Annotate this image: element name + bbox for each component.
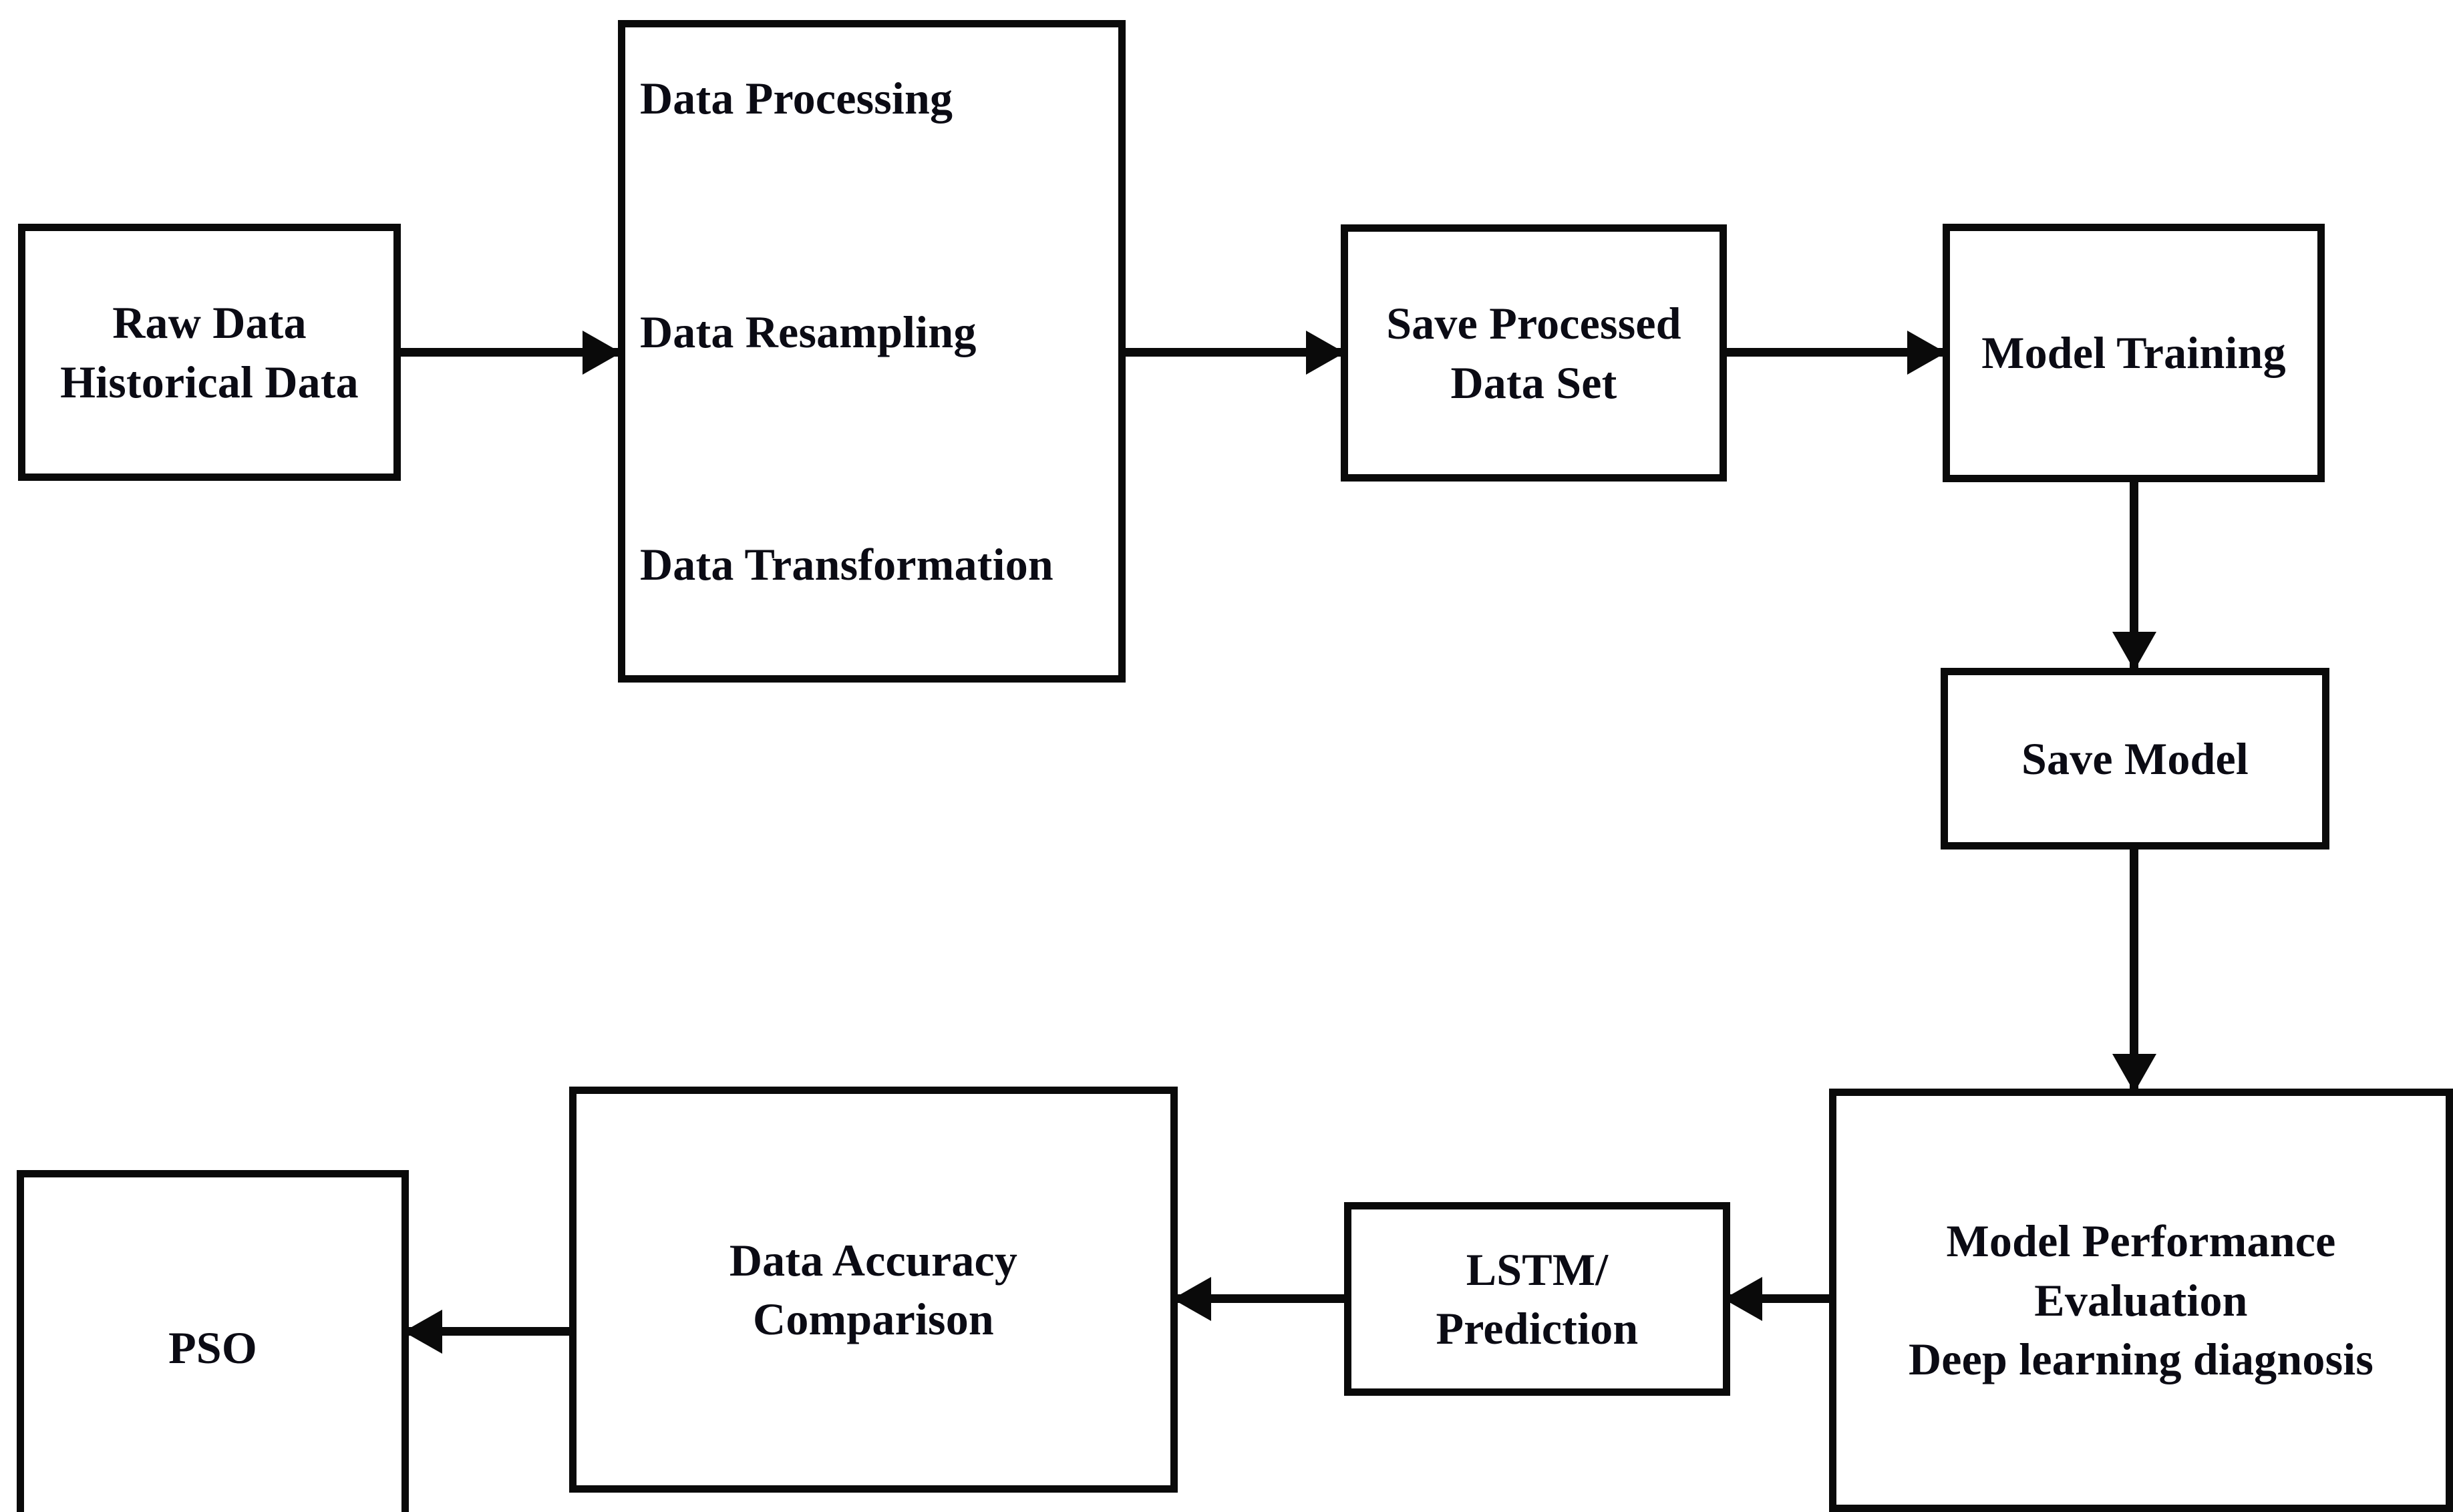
arrowhead-lstm-prediction-to-data-accuracy-comparison	[1172, 1277, 1211, 1321]
arrowhead-model-training-to-save-model	[2112, 632, 2156, 671]
edge-raw-data-to-data-processing	[401, 348, 621, 357]
node-model-performance-evaluation-label: Model Performance Evaluation Deep learni…	[1908, 1215, 2374, 1385]
node-save-processed-data-set[interactable]: Save Processed Data Set	[1341, 224, 1727, 482]
node-data-processing-row-processing: Data Processing	[640, 73, 953, 124]
edge-data-processing-to-save-processed-data-set	[1126, 348, 1349, 357]
arrowhead-raw-data-to-data-processing	[583, 331, 621, 375]
node-raw-data-label: Raw Data Historical Data	[60, 297, 359, 407]
node-pso[interactable]: PSO	[17, 1170, 409, 1512]
node-data-processing-rows: Data Processing Data Resampling Data Tra…	[625, 27, 1118, 675]
node-lstm-prediction[interactable]: LSTM/ Prediction	[1344, 1202, 1730, 1396]
node-save-model-label: Save Model	[2021, 733, 2249, 784]
node-save-processed-data-set-label: Save Processed Data Set	[1386, 298, 1681, 408]
arrowhead-data-accuracy-comparison-to-pso	[403, 1310, 442, 1354]
arrowhead-save-processed-data-set-to-model-training	[1907, 331, 1946, 375]
node-model-performance-evaluation[interactable]: Model Performance Evaluation Deep learni…	[1829, 1089, 2453, 1512]
node-data-accuracy-comparison-label: Data Accuracy Comparison	[729, 1234, 1018, 1344]
edge-model-training-to-save-model	[2130, 478, 2138, 671]
arrowhead-save-model-to-model-performance-evaluation	[2112, 1054, 2156, 1093]
edge-lstm-prediction-to-data-accuracy-comparison	[1176, 1294, 1348, 1303]
edge-save-processed-data-set-to-model-training	[1727, 348, 1949, 357]
node-save-model[interactable]: Save Model	[1941, 668, 2329, 849]
node-data-processing-row-resampling: Data Resampling	[640, 307, 977, 357]
edge-data-accuracy-comparison-to-pso	[407, 1327, 575, 1336]
node-model-training-label: Model Training	[1981, 327, 2286, 379]
node-data-processing-row-transformation: Data Transformation	[640, 539, 1053, 590]
node-model-training[interactable]: Model Training	[1943, 224, 2325, 482]
node-raw-data[interactable]: Raw Data Historical Data	[18, 224, 401, 481]
arrowhead-data-processing-to-save-processed-data-set	[1306, 331, 1345, 375]
node-lstm-prediction-label: LSTM/ Prediction	[1436, 1244, 1639, 1354]
node-data-accuracy-comparison[interactable]: Data Accuracy Comparison	[569, 1087, 1178, 1493]
node-pso-label: PSO	[168, 1322, 257, 1374]
edge-save-model-to-model-performance-evaluation	[2130, 845, 2138, 1094]
node-data-processing[interactable]: Data Processing Data Resampling Data Tra…	[618, 20, 1126, 683]
